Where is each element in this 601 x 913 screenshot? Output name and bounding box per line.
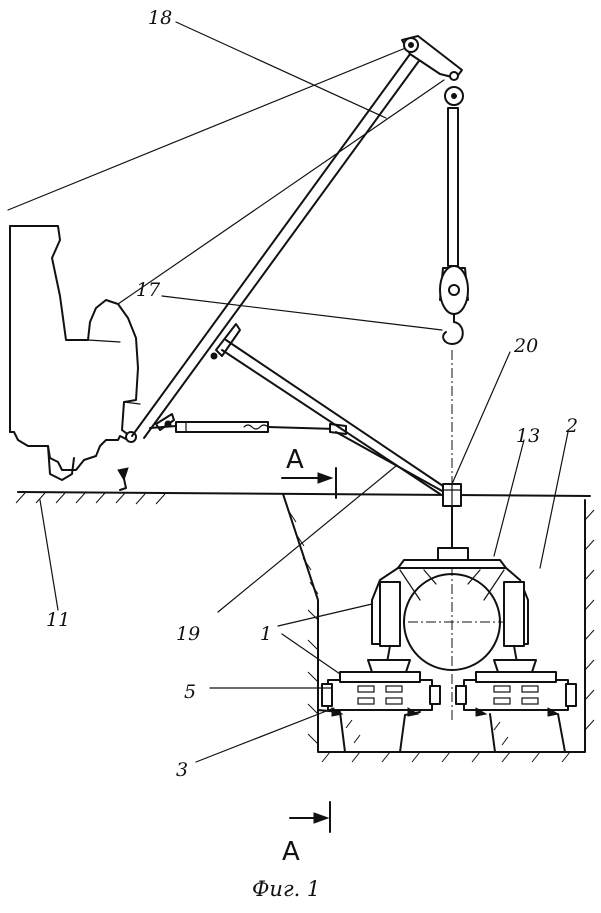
label-11: 11	[46, 609, 70, 631]
label-18: 18	[148, 7, 172, 29]
section-label-top: A	[286, 445, 304, 475]
hoist	[440, 87, 468, 720]
label-19: 19	[176, 623, 200, 645]
label-13: 13	[516, 425, 540, 447]
label-1: 1	[260, 623, 272, 645]
label-3: 3	[176, 759, 188, 781]
boom	[132, 36, 462, 438]
label-2: 2	[565, 415, 578, 437]
label-5: 5	[184, 681, 196, 703]
hydraulic-cylinder	[150, 422, 346, 434]
label-20: 20	[513, 335, 538, 357]
left-carriage	[322, 672, 440, 716]
figure-caption: Фиг. 1	[252, 877, 320, 901]
label-17: 17	[136, 279, 161, 301]
fitting-20	[443, 484, 461, 550]
section-label-bottom: A	[282, 837, 300, 867]
section-mark-top: A	[282, 445, 336, 498]
strut	[222, 340, 446, 494]
section-mark-bottom: A	[282, 802, 330, 867]
right-carriage	[456, 672, 576, 716]
